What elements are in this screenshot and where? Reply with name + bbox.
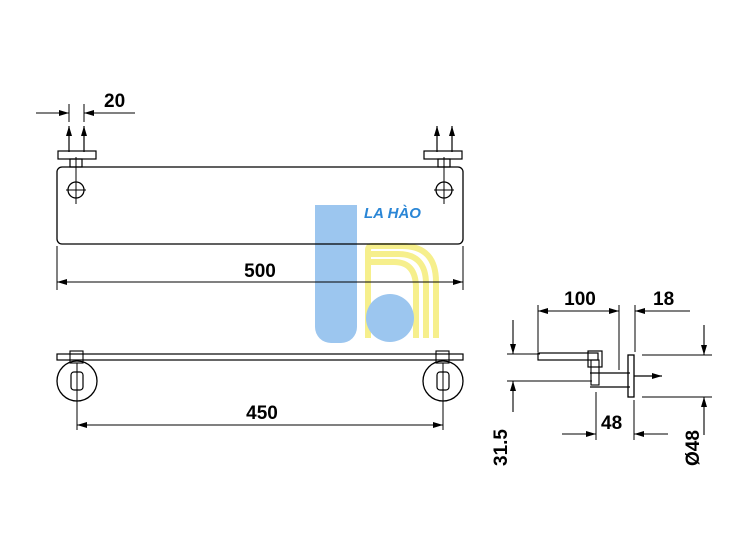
dim-label-18: 18 xyxy=(653,289,674,310)
right-holder xyxy=(422,350,464,430)
right-bracket xyxy=(423,150,463,204)
dimension-18: 18 xyxy=(594,289,690,352)
side-view xyxy=(537,350,662,398)
dimension-20: 20 xyxy=(36,91,135,122)
watermark-arc-1 xyxy=(365,243,439,338)
glass-shelf-top xyxy=(56,166,464,245)
dimension-31-5: 31.5 xyxy=(491,320,592,466)
glass-shelf-side xyxy=(537,352,599,361)
watermark-logo: LA HÀO xyxy=(315,205,439,343)
watermark-arc-3 xyxy=(365,259,419,338)
dimension-48: 48 xyxy=(562,392,668,440)
watermark-bar-top xyxy=(315,205,357,235)
dimension-diameter-48: Ø48 xyxy=(642,325,712,466)
watermark-dot xyxy=(366,294,414,342)
left-holder xyxy=(56,350,98,430)
wall-plate xyxy=(627,354,635,398)
dim-label-48: 48 xyxy=(601,413,622,434)
dimension-500: 500 xyxy=(56,246,464,290)
dimension-100: 100 xyxy=(537,289,620,370)
left-bracket xyxy=(57,150,97,204)
glass-shelf-front xyxy=(56,353,464,361)
side-clamp xyxy=(587,350,603,368)
dim-label-20: 20 xyxy=(104,91,125,112)
dim-label-450: 450 xyxy=(246,403,278,424)
watermark-text: LA HÀO xyxy=(364,205,421,222)
dim-label-500: 500 xyxy=(244,261,276,282)
dim-label-31-5: 31.5 xyxy=(491,429,512,466)
watermark-bar xyxy=(315,205,357,343)
dim-label-100: 100 xyxy=(564,289,596,310)
dimension-450: 450 xyxy=(77,403,443,428)
top-view xyxy=(56,126,464,245)
dim-label-diameter-48: Ø48 xyxy=(683,430,704,466)
front-view xyxy=(56,350,464,430)
